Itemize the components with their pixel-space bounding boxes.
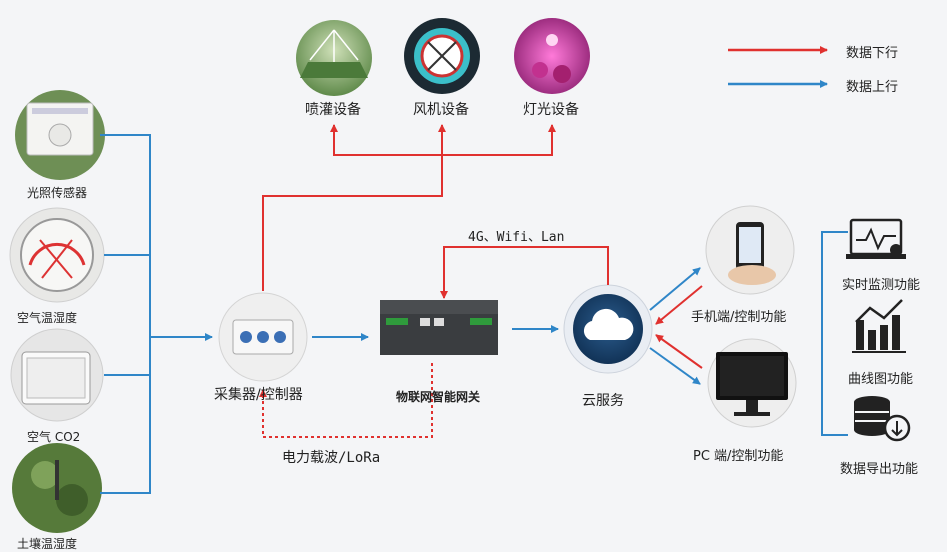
light-device-label: 灯光设备 — [523, 102, 579, 118]
sensor-co2-label: 空气 CO2 — [27, 430, 81, 444]
sensor-soil-icon — [12, 443, 102, 533]
legend-up-label: 数据上行 — [846, 80, 899, 95]
legend-down-label: 数据下行 — [846, 46, 899, 61]
collector-icon — [218, 292, 308, 382]
cloud-to-gateway-return-line — [440, 246, 609, 299]
pc-to-cloud-arrow — [655, 334, 703, 369]
sprinkler-device-label: 喷灌设备 — [305, 102, 361, 118]
realtime-monitor-icon — [846, 218, 906, 259]
sensor-air-humidity-label: 空气温湿度 — [17, 311, 78, 325]
sensor-light-label: 光照传感器 — [27, 186, 88, 200]
cloud-to-phone-arrow — [649, 267, 701, 311]
curve-chart-icon — [852, 299, 906, 353]
gateway-label: 物联网智能网关 — [396, 390, 481, 404]
lora-dotted-line — [259, 363, 433, 438]
phone-to-cloud-arrow — [655, 285, 703, 325]
collector-to-devices-line — [262, 124, 446, 291]
light-device-icon — [514, 18, 590, 94]
realtime-monitor-label: 实时监测功能 — [842, 278, 921, 293]
sensor-air-humidity-icon — [9, 207, 105, 303]
data-export-icon — [854, 396, 911, 442]
sensor-light-icon — [15, 90, 105, 180]
lora-label: 电力载波/LoRa — [282, 450, 381, 466]
cloud-to-pc-arrow — [649, 347, 701, 385]
cloud-label: 云服务 — [582, 393, 624, 409]
pc-terminal-icon — [707, 338, 797, 428]
functions-bracket — [821, 231, 848, 436]
cloud-icon — [563, 284, 653, 374]
collector-label: 采集器/控制器 — [214, 387, 303, 403]
sprinkler-device-icon — [296, 20, 372, 96]
sensor-soil-label: 土壤温湿度 — [17, 537, 78, 551]
curve-chart-label: 曲线图功能 — [848, 372, 914, 387]
gateway-icon — [380, 300, 498, 355]
data-export-label: 数据导出功能 — [840, 462, 919, 477]
fan-device-label: 风机设备 — [413, 102, 469, 118]
pc-terminal-label: PC 端/控制功能 — [693, 449, 784, 464]
sensor-co2-icon — [10, 328, 104, 422]
phone-terminal-label: 手机端/控制功能 — [691, 310, 787, 325]
phone-terminal-icon — [705, 205, 795, 295]
fan-device-icon — [404, 18, 480, 94]
sensor-bus-line — [100, 134, 151, 494]
network-label: 4G、Wifi、Lan — [468, 230, 565, 245]
